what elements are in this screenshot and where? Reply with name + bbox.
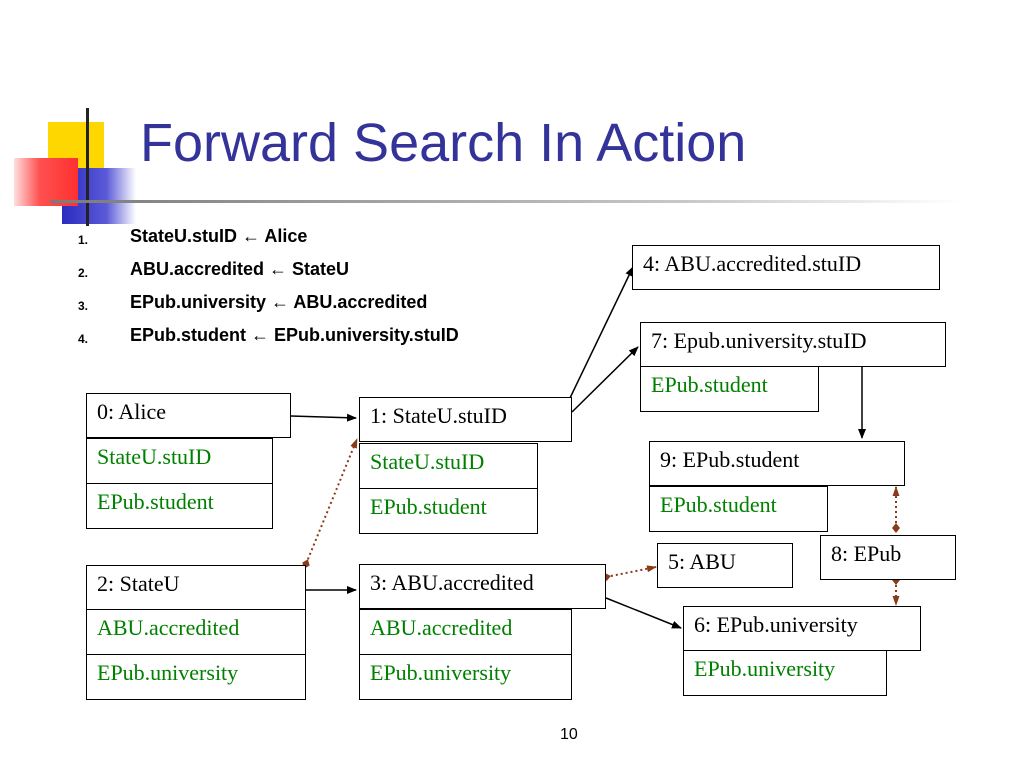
node-2-solution: EPub.university xyxy=(86,654,306,700)
node-3-solution: EPub.university xyxy=(359,654,572,700)
node-1-solution: EPub.student xyxy=(359,488,538,534)
node-0-label: 0: Alice xyxy=(86,393,291,438)
node-6-label: 6: EPub.university xyxy=(683,606,921,651)
rule-text: EPub.university ← ABU.accredited xyxy=(130,292,428,312)
node-0-solution: EPub.student xyxy=(86,483,273,529)
node-8-label: 8: EPub xyxy=(820,535,956,580)
edge-0-to-1 xyxy=(290,413,357,422)
node-5-label: 5: ABU xyxy=(657,543,793,588)
slide-title: Forward Search In Action xyxy=(140,113,747,173)
node-1-label: 1: StateU.stuID xyxy=(359,397,572,442)
node-2-label: 2: StateU xyxy=(86,565,306,610)
rule-text: StateU.stuID ← Alice xyxy=(130,226,308,246)
edge-3-to-6 xyxy=(605,597,682,629)
rule-text: EPub.student ← EPub.university.stuID xyxy=(130,325,459,345)
deco-vertical-line xyxy=(86,108,89,226)
rule-number: 4. xyxy=(78,332,89,346)
node-6-solution: EPub.university xyxy=(683,650,887,696)
node-7-label: 7: Epub.university.stuID xyxy=(640,322,946,367)
deco-red-square xyxy=(14,158,78,206)
edge-1-to-4 xyxy=(569,266,634,399)
node-0-solution: StateU.stuID xyxy=(86,438,273,484)
dotted-edge-3-to-5 xyxy=(601,565,657,581)
rule-number: 3. xyxy=(78,299,89,313)
node-9-solution: EPub.student xyxy=(649,486,828,532)
title-rule xyxy=(50,200,960,203)
node-3-solution: ABU.accredited xyxy=(359,609,572,655)
rule-number: 1. xyxy=(78,233,89,247)
node-2-solution: ABU.accredited xyxy=(86,609,306,655)
node-9-label: 9: EPub.student xyxy=(649,441,905,486)
page-number: 10 xyxy=(560,726,578,743)
dotted-edge-2-to-1 xyxy=(302,438,358,569)
node-4-label: 4: ABU.accredited.stuID xyxy=(632,245,940,290)
rule-number: 2. xyxy=(78,266,89,280)
node-7-solution: EPub.student xyxy=(640,366,819,412)
node-3-label: 3: ABU.accredited xyxy=(359,564,606,609)
node-1-solution: StateU.stuID xyxy=(359,443,538,489)
edge-1-to-7 xyxy=(571,346,639,413)
rule-text: ABU.accredited ← StateU xyxy=(130,259,350,279)
